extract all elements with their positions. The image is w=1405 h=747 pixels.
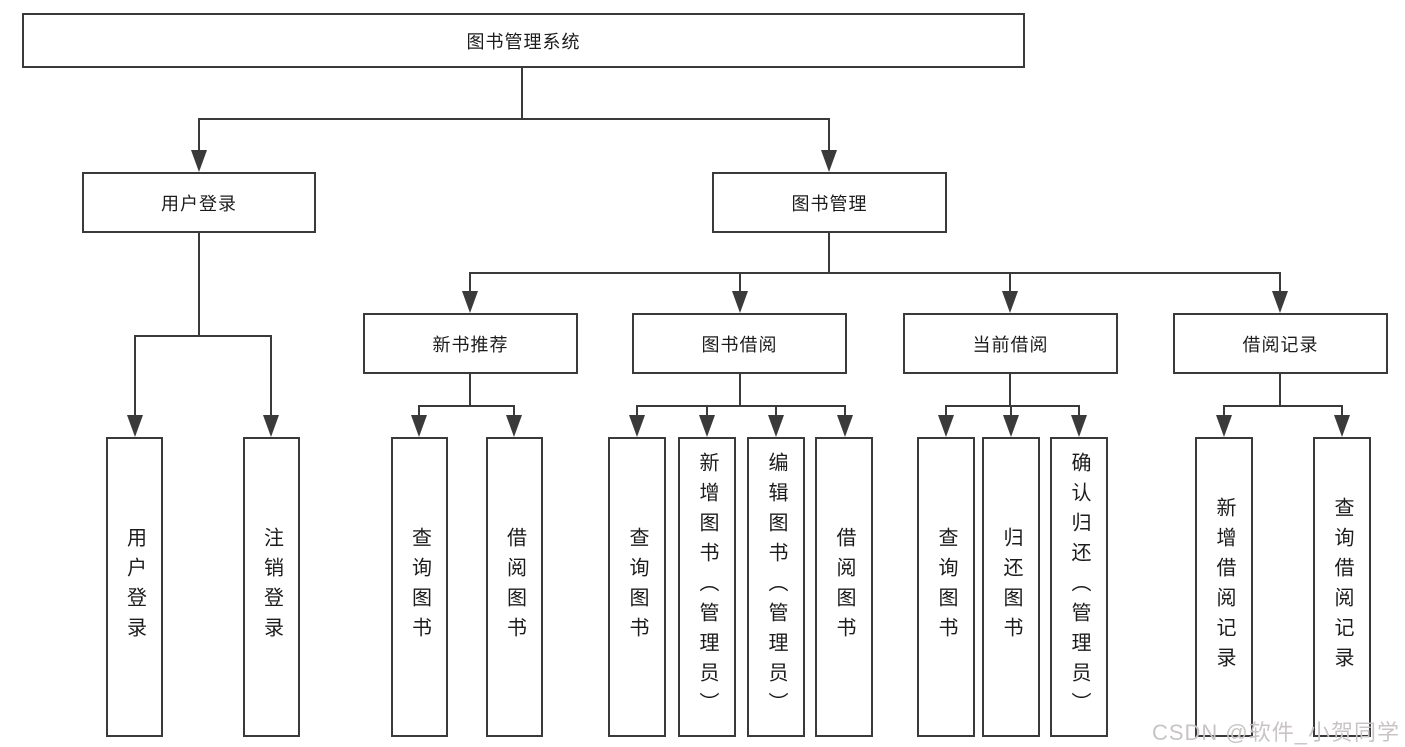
connector-stem bbox=[198, 118, 200, 154]
node-label: 借阅图书 bbox=[833, 527, 855, 647]
arrowhead-icon bbox=[938, 415, 954, 437]
connector-stem bbox=[134, 335, 136, 419]
node-label: 查询图书 bbox=[626, 527, 648, 647]
arrowhead-icon bbox=[1216, 415, 1232, 437]
arrowhead-icon bbox=[263, 415, 279, 437]
node-label: 用户登录 bbox=[161, 193, 237, 214]
connector-stem bbox=[1010, 405, 1012, 419]
node-book-management: 图书管理 bbox=[712, 172, 947, 233]
node-label: 查询图书 bbox=[408, 527, 431, 647]
node-label: 注销登录 bbox=[260, 527, 283, 647]
connector-group-rail bbox=[636, 405, 846, 407]
connector-stem bbox=[945, 405, 947, 419]
node-current-borrow: 当前借阅 bbox=[903, 313, 1118, 374]
node-label: 图书借阅 bbox=[701, 334, 778, 355]
leaf-user-login: 用户登录 bbox=[106, 437, 163, 737]
arrowhead-icon bbox=[462, 291, 478, 313]
node-label: 新增借阅记录 bbox=[1213, 497, 1235, 677]
node-label: 新增图书（管理员） bbox=[696, 452, 718, 722]
node-label: 图书管理 bbox=[791, 193, 868, 214]
connector-stem bbox=[844, 405, 846, 419]
leaf-return-book: 归还图书 bbox=[982, 437, 1040, 737]
node-new-book-recommend: 新书推荐 bbox=[363, 313, 578, 374]
node-user-login: 用户登录 bbox=[82, 172, 316, 233]
connector-stem bbox=[1341, 405, 1343, 419]
connector-group-rail bbox=[418, 405, 515, 407]
leaf-borrow-book-2: 借阅图书 bbox=[815, 437, 873, 737]
connector-stem bbox=[513, 405, 515, 419]
connector-stem bbox=[418, 405, 420, 419]
arrowhead-icon bbox=[821, 150, 837, 172]
arrowhead-icon bbox=[1003, 415, 1019, 437]
arrowhead-icon bbox=[1334, 415, 1350, 437]
node-label: 查询图书 bbox=[935, 527, 957, 647]
leaf-query-book-2: 查询图书 bbox=[608, 437, 666, 737]
leaf-borrow-book-1: 借阅图书 bbox=[486, 437, 543, 737]
arrowhead-icon bbox=[768, 415, 784, 437]
leaf-add-book-admin: 新增图书（管理员） bbox=[678, 437, 736, 737]
connector-group-rail bbox=[945, 405, 1080, 407]
leaf-query-book-3: 查询图书 bbox=[917, 437, 975, 737]
connector-stem bbox=[1223, 405, 1225, 419]
arrowhead-icon bbox=[411, 415, 427, 437]
node-label: 用户登录 bbox=[123, 527, 146, 647]
connector-bookmgmt-drop bbox=[828, 233, 830, 272]
arrowhead-icon bbox=[506, 415, 522, 437]
node-label: 借阅图书 bbox=[503, 527, 526, 647]
node-label: 借阅记录 bbox=[1242, 334, 1319, 355]
arrowhead-icon bbox=[837, 415, 853, 437]
leaf-query-borrow-record: 查询借阅记录 bbox=[1313, 437, 1371, 737]
connector-stem bbox=[270, 335, 272, 419]
node-book-borrow: 图书借阅 bbox=[632, 313, 847, 374]
arrowhead-icon bbox=[629, 415, 645, 437]
arrowhead-icon bbox=[699, 415, 715, 437]
connector-root-drop bbox=[521, 68, 523, 118]
arrowhead-icon bbox=[732, 291, 748, 313]
arrowhead-icon bbox=[1002, 291, 1018, 313]
connector-userlogin-rail bbox=[134, 335, 272, 337]
node-label: 归还图书 bbox=[1000, 527, 1022, 647]
arrowhead-icon bbox=[127, 415, 143, 437]
leaf-edit-book-admin: 编辑图书（管理员） bbox=[747, 437, 805, 737]
connector-stem bbox=[706, 405, 708, 419]
connector-stem bbox=[1009, 272, 1011, 295]
connector-stem bbox=[1078, 405, 1080, 419]
node-root-library-system: 图书管理系统 bbox=[22, 13, 1025, 68]
node-label: 查询借阅记录 bbox=[1331, 497, 1353, 677]
connector-group-drop bbox=[739, 374, 741, 405]
connector-stem bbox=[828, 118, 830, 154]
node-label: 图书管理系统 bbox=[466, 31, 581, 52]
arrowhead-icon bbox=[191, 150, 207, 172]
connector-stem bbox=[775, 405, 777, 419]
node-label: 新书推荐 bbox=[432, 334, 509, 355]
connector-level2-rail bbox=[198, 118, 830, 120]
connector-group-drop bbox=[1009, 374, 1011, 405]
arrowhead-icon bbox=[1071, 415, 1087, 437]
leaf-confirm-return-admin: 确认归还（管理员） bbox=[1050, 437, 1108, 737]
arrowhead-icon bbox=[1272, 291, 1288, 313]
connector-stem bbox=[1279, 272, 1281, 295]
connector-group-rail bbox=[1223, 405, 1343, 407]
connector-stem bbox=[469, 272, 471, 295]
node-label: 编辑图书（管理员） bbox=[765, 452, 787, 722]
leaf-logout: 注销登录 bbox=[243, 437, 300, 737]
connector-stem bbox=[739, 272, 741, 295]
connector-stem bbox=[636, 405, 638, 419]
connector-group-drop bbox=[469, 374, 471, 405]
connector-userlogin-drop bbox=[198, 233, 200, 335]
connector-group-drop bbox=[1279, 374, 1281, 405]
node-label: 确认归还（管理员） bbox=[1068, 452, 1090, 722]
leaf-add-borrow-record: 新增借阅记录 bbox=[1195, 437, 1253, 737]
node-borrow-record: 借阅记录 bbox=[1173, 313, 1388, 374]
node-label: 当前借阅 bbox=[972, 334, 1049, 355]
csdn-watermark: CSDN @软件_小贺同学 bbox=[1151, 720, 1400, 745]
connector-level3-rail bbox=[469, 272, 1281, 274]
leaf-query-book-1: 查询图书 bbox=[391, 437, 448, 737]
